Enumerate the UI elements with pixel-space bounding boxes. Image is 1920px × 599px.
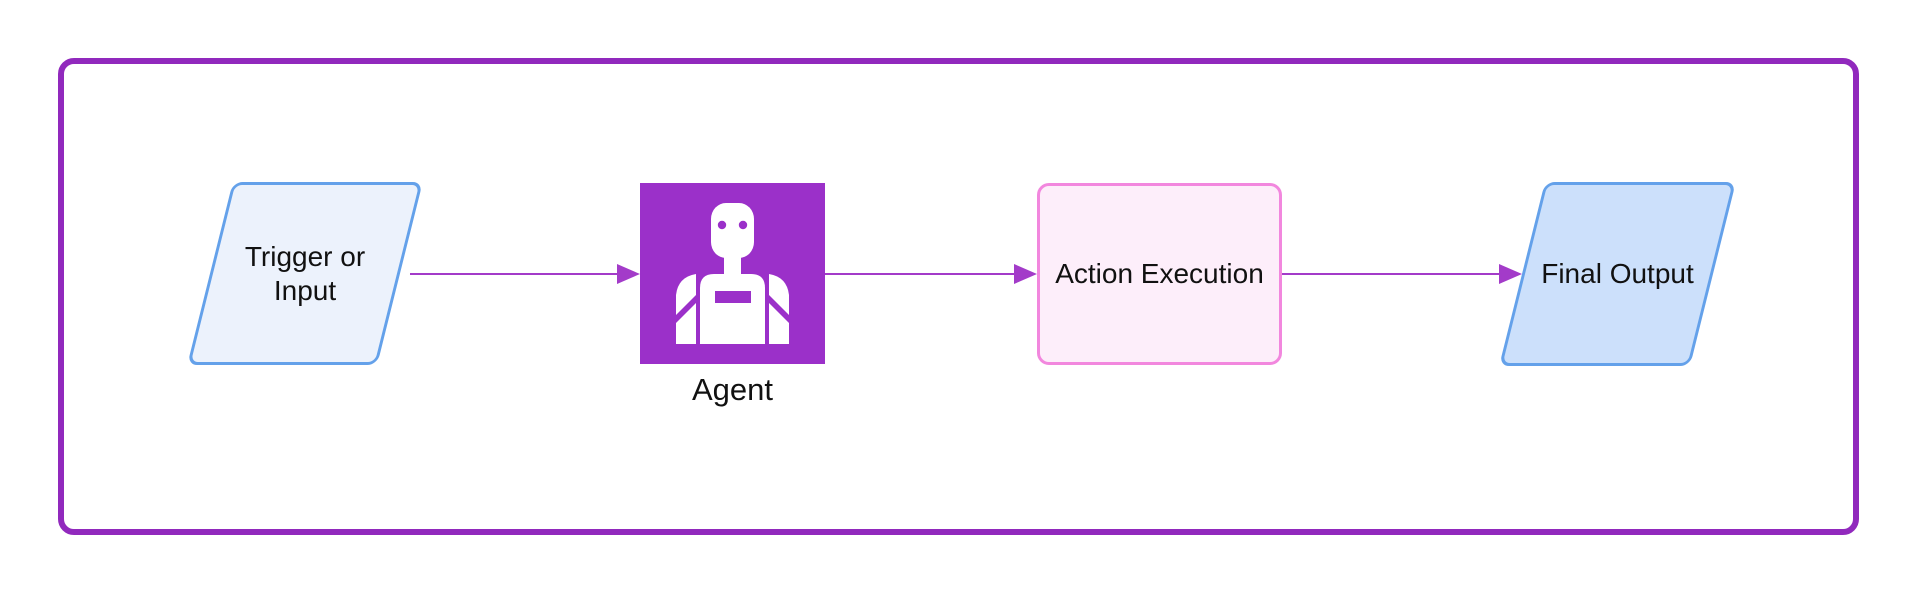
robot-icon: [676, 203, 789, 344]
node-agent: [640, 183, 825, 364]
node-trigger-or-input: Trigger or Input: [187, 182, 423, 365]
node-trigger-or-input-label: Trigger or Input: [244, 241, 366, 306]
arrow-agent-to-action: [825, 273, 1017, 275]
node-agent-label: Agent: [691, 372, 773, 407]
node-final-output: Final Output: [1499, 182, 1736, 366]
node-final-output-label: Final Output: [1541, 258, 1694, 290]
arrow-trigger-to-agent: [410, 273, 620, 275]
arrow-action-to-output: [1282, 273, 1501, 275]
node-action-execution: Action Execution: [1037, 183, 1282, 365]
arrowhead-agent-to-action: [1014, 264, 1037, 284]
arrowhead-action-to-output: [1499, 264, 1522, 284]
arrowhead-trigger-to-agent: [617, 264, 640, 284]
node-action-execution-label: Action Execution: [1055, 258, 1264, 290]
